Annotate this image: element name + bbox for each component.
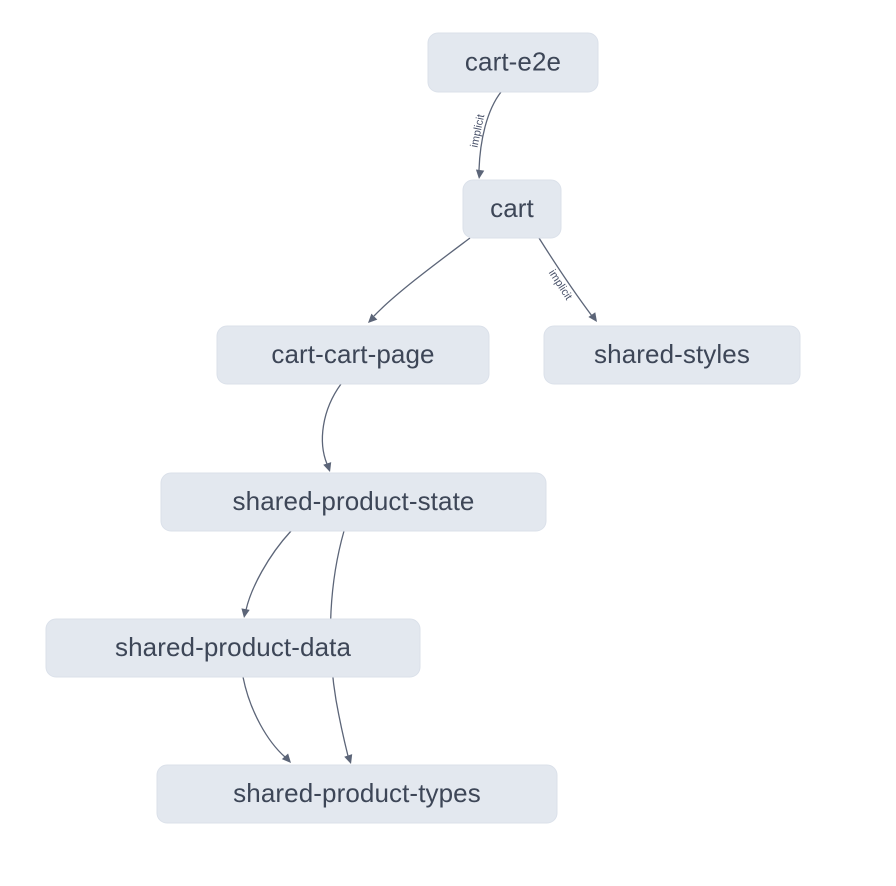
edge-arrowhead	[323, 462, 332, 472]
edges-layer: implicit implicit	[240, 91, 600, 766]
node-box[interactable]	[462, 179, 562, 239]
node-label: shared-styles	[594, 339, 750, 369]
node-cart[interactable]: cart	[462, 179, 562, 239]
node-box[interactable]	[427, 32, 599, 93]
node-shared-styles[interactable]: shared-styles	[543, 325, 801, 385]
node-shared-product-types[interactable]: shared-product-types	[156, 764, 558, 824]
node-label: cart	[490, 193, 534, 223]
node-cart-e2e[interactable]: cart-e2e	[427, 32, 599, 93]
node-shared-product-data[interactable]: shared-product-data	[45, 618, 421, 678]
node-label: cart-e2e	[465, 46, 561, 76]
edge-cart__shared-styles[interactable]: implicit	[538, 237, 600, 324]
edge-shared-product-state__shared-product-data[interactable]	[240, 530, 292, 619]
node-label: shared-product-types	[233, 778, 481, 808]
edge-cart__cart-cart-page[interactable]	[365, 237, 471, 326]
edge-line	[242, 676, 286, 758]
edge-shared-product-data__shared-product-types[interactable]	[242, 676, 294, 766]
edge-arrowhead	[241, 608, 250, 618]
edge-cart-cart-page__shared-product-state[interactable]	[321, 383, 342, 473]
edge-arrowhead	[588, 312, 597, 322]
node-cart-cart-page[interactable]: cart-cart-page	[216, 325, 490, 385]
node-box[interactable]	[160, 472, 547, 532]
node-shared-product-state[interactable]: shared-product-state	[160, 472, 547, 532]
edge-line	[373, 237, 471, 317]
edge-arrowhead	[344, 754, 353, 764]
node-box[interactable]	[216, 325, 490, 385]
edge-line	[321, 383, 342, 465]
edge-cart-e2e__cart[interactable]: implicit	[469, 91, 502, 180]
edge-line	[478, 91, 502, 171]
edge-line	[538, 237, 593, 317]
node-box[interactable]	[543, 325, 801, 385]
node-box[interactable]	[156, 764, 558, 824]
node-label: shared-product-data	[115, 632, 351, 662]
edge-arrowhead	[281, 753, 291, 763]
node-label: shared-product-state	[233, 486, 475, 516]
edge-arrowhead	[368, 313, 378, 323]
nodes-layer: cart-e2e cart cart-cart-page shared-styles s…	[45, 32, 801, 824]
edge-arrowhead	[475, 169, 485, 179]
edge-line	[245, 530, 292, 611]
node-box[interactable]	[45, 618, 421, 678]
node-label: cart-cart-page	[271, 339, 434, 369]
